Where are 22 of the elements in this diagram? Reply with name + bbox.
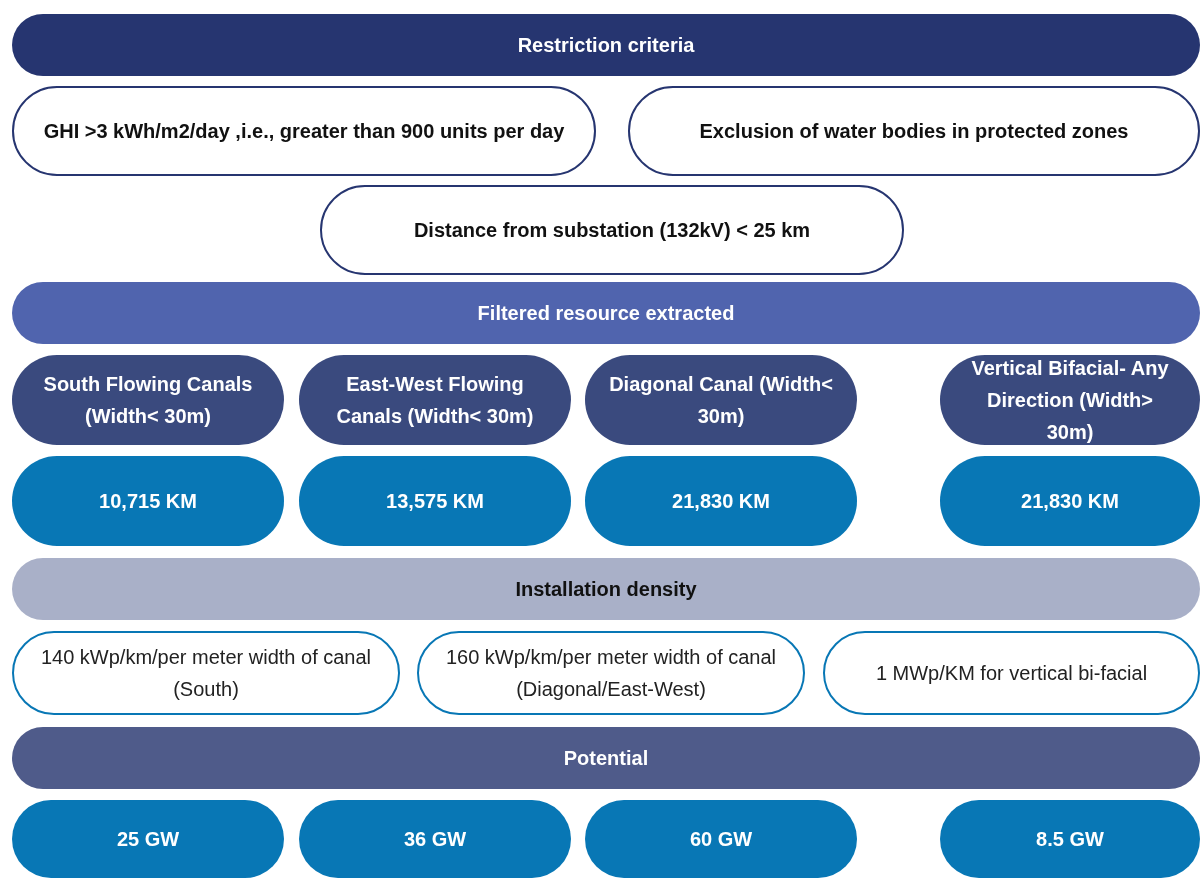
value-pill: 13,575 KM <box>299 456 571 546</box>
section-banner: Installation density <box>12 558 1200 620</box>
value-pill: 10,715 KM <box>12 456 284 546</box>
category-pill: South Flowing Canals (Width< 30m) <box>12 355 284 445</box>
criterion-pill: GHI >3 kWh/m2/day ,i.e., greater than 900 units per day <box>12 86 596 176</box>
value-pill: 60 GW <box>585 800 857 878</box>
category-pill: Diagonal Canal (Width< 30m) <box>585 355 857 445</box>
section-banner: Restriction criteria <box>12 14 1200 76</box>
value-pill: 21,830 KM <box>585 456 857 546</box>
density-pill: 140 kWp/km/per meter width of canal (South) <box>12 631 400 715</box>
value-pill: 21,830 KM <box>940 456 1200 546</box>
category-pill: Vertical Bifacial- Any Direction (Width> 30m) <box>940 355 1200 445</box>
criterion-pill: Exclusion of water bodies in protected zones <box>628 86 1200 176</box>
value-pill: 25 GW <box>12 800 284 878</box>
category-pill: East-West Flowing Canals (Width< 30m) <box>299 355 571 445</box>
value-pill: 8.5 GW <box>940 800 1200 878</box>
section-banner: Filtered resource extracted <box>12 282 1200 344</box>
density-pill: 160 kWp/km/per meter width of canal (Diagonal/East-West) <box>417 631 805 715</box>
criterion-pill: Distance from substation (132kV) < 25 km <box>320 185 904 275</box>
density-pill: 1 MWp/KM for vertical bi-facial <box>823 631 1200 715</box>
value-pill: 36 GW <box>299 800 571 878</box>
section-banner: Potential <box>12 727 1200 789</box>
